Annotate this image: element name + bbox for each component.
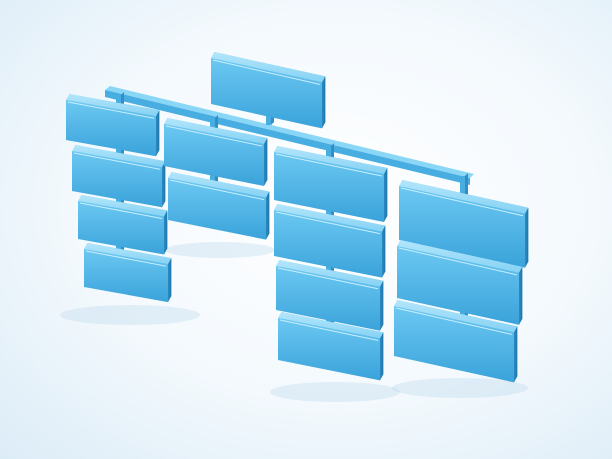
shadow-column-1 <box>60 305 200 325</box>
column-1-box-4-highlight <box>85 250 167 267</box>
column-3-box-2-side-face <box>382 225 386 278</box>
column-1-box-3 <box>78 195 168 255</box>
column-3-box-2-highlight <box>275 211 381 235</box>
column-2-box-2-side-face <box>266 191 270 240</box>
column-1-box-2-side-face <box>162 161 166 208</box>
column-3-box-1-front-face <box>274 152 384 222</box>
column-1-box-1-side-face <box>156 110 160 157</box>
org-boxes <box>66 52 529 383</box>
column-4-box-1-highlight <box>400 187 524 217</box>
root-box-front-face <box>211 58 322 129</box>
column-2-box-1-side-face <box>264 138 268 186</box>
column-2-box-1 <box>164 118 268 186</box>
column-1-box-4-side-face <box>168 258 172 303</box>
column-4-box-3-front-face <box>394 306 514 383</box>
column-3-box-3-side-face <box>380 280 384 331</box>
column-3-box-3-front-face <box>276 266 380 331</box>
column-1-box-3-top-face <box>78 195 168 217</box>
column-1-box-1-highlight <box>67 101 155 119</box>
column-4-box-2-top-face <box>397 240 523 273</box>
shadow-column-3 <box>270 382 400 402</box>
shadow-column-2 <box>165 242 275 258</box>
column-1-box-2-highlight <box>73 152 161 170</box>
root-box <box>211 52 326 129</box>
column-1-box-4-top-face <box>84 243 172 265</box>
column-3-box-4-highlight <box>279 319 379 341</box>
column-3-box-2 <box>274 204 386 278</box>
column-2-box-2 <box>168 172 270 240</box>
root-box-side-face <box>322 76 326 129</box>
column-1-box-1 <box>66 94 160 157</box>
floor-shadows <box>60 242 528 402</box>
rail-front <box>105 90 470 185</box>
rail-top <box>105 86 474 178</box>
column-2-box-1-top-face <box>164 118 268 144</box>
column-1-box-1-top-face <box>66 94 160 117</box>
column-2-box-2-highlight <box>169 179 265 201</box>
root-box-highlight <box>212 59 321 85</box>
column-3-box-1-top-face <box>274 146 388 174</box>
column-3-box-4-front-face <box>278 318 380 381</box>
column-3-box-4-top-face <box>278 312 384 339</box>
column-3-box-1-highlight <box>275 153 383 177</box>
column-2-box-1-highlight <box>165 125 263 147</box>
column-4-box-2-side-face <box>519 266 523 325</box>
column-4-box-3 <box>394 300 518 383</box>
column-3-box-2-top-face <box>274 204 386 232</box>
column-3-box-4-side-face <box>380 332 384 381</box>
column-3-box-4 <box>278 312 384 381</box>
column-4-box-2 <box>397 240 523 325</box>
column-4-box-2-highlight <box>398 247 518 276</box>
column-2-box-2-top-face <box>168 172 270 198</box>
column-4-box-3-top-face <box>394 300 518 333</box>
root-box-top-face <box>211 52 326 83</box>
column-4-box-1-front-face <box>399 186 525 268</box>
column-2-box-2-front-face <box>168 178 266 240</box>
column-3-box-3 <box>276 260 384 331</box>
column-4-box-2-front-face <box>397 246 519 325</box>
column-3-box-3-highlight <box>277 267 379 290</box>
column-3-box-1-side-face <box>384 168 388 222</box>
column-4-box-1-top-face <box>399 180 529 214</box>
shadow-column-4 <box>392 378 528 398</box>
column-1-box-2 <box>72 145 166 208</box>
column-1-box-3-highlight <box>79 202 163 219</box>
column-4-box-3-highlight <box>395 307 513 335</box>
column-3-box-1 <box>274 146 388 222</box>
column-4-box-1 <box>399 180 529 268</box>
column-2-box-1-front-face <box>164 124 264 186</box>
column-1-box-2-top-face <box>72 145 166 168</box>
column-1-box-3-side-face <box>164 210 168 255</box>
column-3-box-2-front-face <box>274 210 382 278</box>
column-4-box-1-side-face <box>525 207 529 268</box>
column-4-box-3-side-face <box>514 326 518 383</box>
column-1-box-4 <box>84 243 172 303</box>
column-3-box-3-top-face <box>276 260 384 287</box>
